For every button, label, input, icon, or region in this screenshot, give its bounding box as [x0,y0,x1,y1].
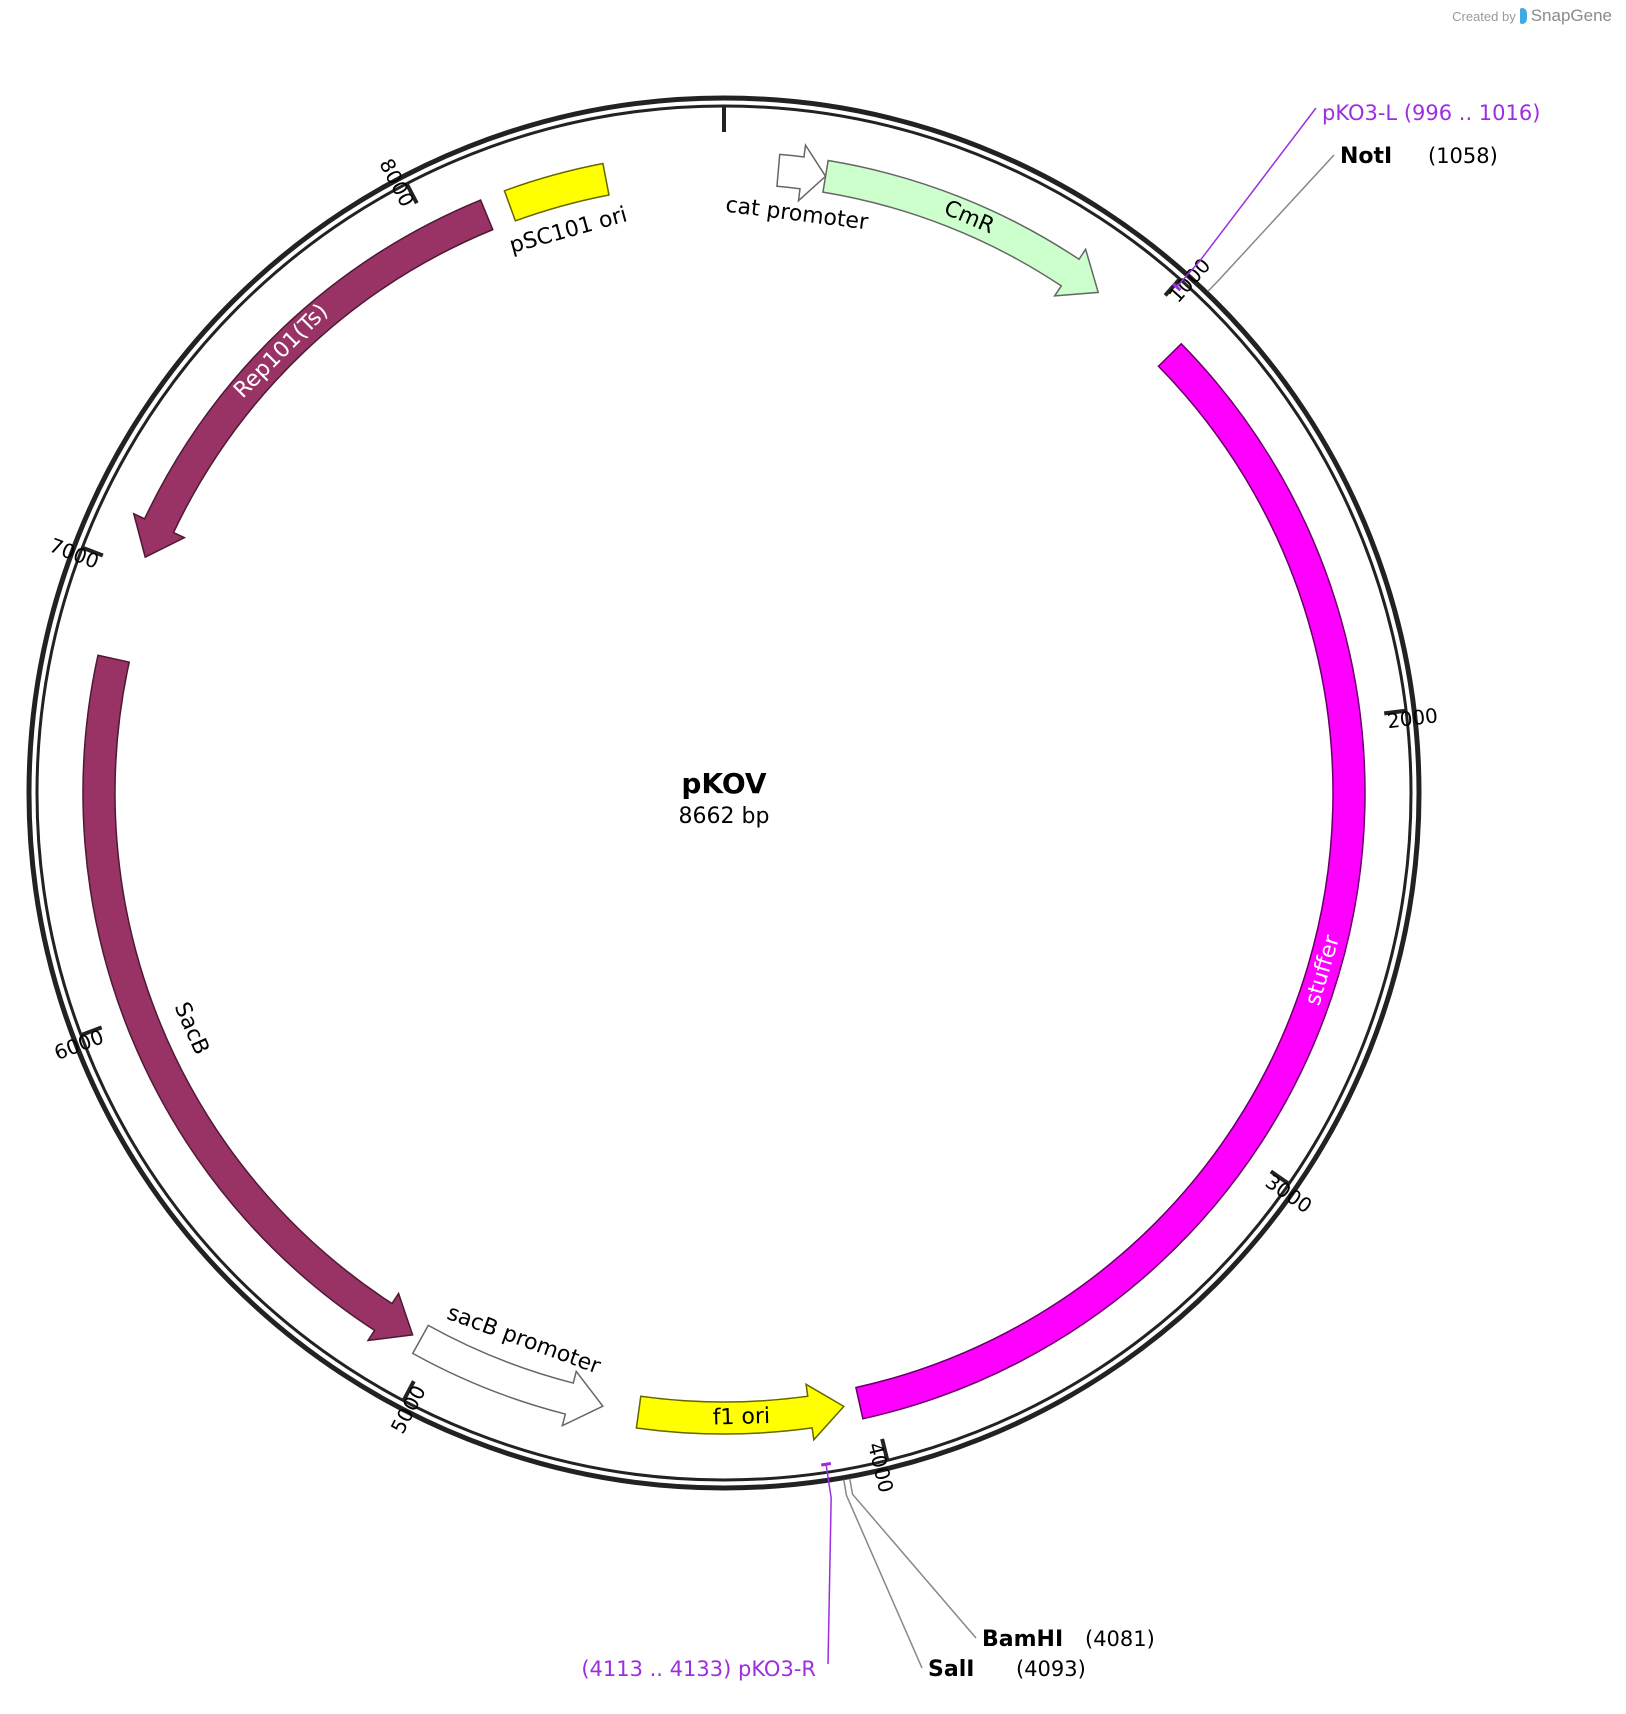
tick-label: 2000 [1386,703,1439,733]
feature-label-sacb: SacB [169,999,214,1059]
feature-sacb-promoter [411,1324,604,1428]
primer-gap [731,1657,738,1681]
plasmid-center-label: pKOV 8662 bp [679,767,770,829]
primer-name: pKO3-R [738,1657,816,1681]
feature-sacb [82,654,414,1342]
tick-mark-5000 [401,1380,416,1402]
primer-label-pko3-r: (4113 .. 4133) pKO3-R [581,1657,816,1681]
site-name-noti: NotI [1340,144,1392,169]
backbone-outer-ring [26,95,1422,1491]
site-connector-noti [1207,154,1335,292]
feature-label-cat-promoter: cat promoter [724,193,870,236]
tick-label: 8000 [374,155,419,211]
primer-connector-pko3-l [1176,107,1317,288]
primer-connector-pko3-r [825,1464,832,1665]
snapgene-logo-icon [1519,8,1527,24]
snapgene-credit: Created by SnapGene [1452,6,1612,26]
tick-mark-6000 [80,1025,103,1037]
feature-psc101-ori [503,162,610,222]
tick-mark-2000 [1383,708,1407,716]
tick-label: 5000 [386,1381,431,1437]
plasmid-length: 8662 bp [679,804,770,829]
tick-mark-4000 [880,1438,890,1461]
tick-label: 4000 [863,1440,898,1495]
feature-f1-ori [635,1382,846,1442]
site-position-noti: (1058) [1428,144,1498,168]
tick-mark-3000 [1269,1169,1291,1186]
primer-range: (996 .. 1016) [1404,101,1541,125]
tick-mark-7000 [81,545,104,558]
site-position-sali: (4093) [1016,1657,1086,1681]
primer-gap [1397,101,1404,125]
feature-cat-promoter [776,142,827,203]
primer-mark-pko3-l [1171,282,1182,292]
site-connector-bamhi [848,1478,977,1639]
credit-brand: SnapGene [1530,6,1612,25]
tick-mark-8000 [404,182,419,205]
feature-rep101 [132,199,494,559]
site-position-bamhi: (4081) [1085,1627,1155,1651]
site-connector-sali [842,1479,923,1669]
credit-prefix: Created by [1452,8,1516,24]
primer-range: (4113 .. 4133) [581,1657,731,1681]
primer-label-pko3-l: pKO3-L (996 .. 1016) [1322,101,1540,125]
tick-mark-1000 [1163,277,1182,297]
backbone [26,95,1422,1491]
feature-label-rep101: Rep101(Ts) [229,299,333,403]
feature-label-f1-ori: f1 ori [712,1404,770,1431]
feature-cmr [822,159,1100,297]
primers: pKO3-L (996 .. 1016) (4113 .. 4133) pKO3-… [581,101,1540,1681]
site-name-bamhi: BamHI [982,1627,1063,1652]
restriction-sites: NotI (1058) BamHI (4081) SalI (4093) [842,144,1498,1682]
site-name-sali: SalI [928,1657,974,1682]
primer-name: pKO3-L [1322,101,1397,125]
feature-stuffer [855,342,1366,1420]
plasmid-name: pKOV [681,767,767,800]
